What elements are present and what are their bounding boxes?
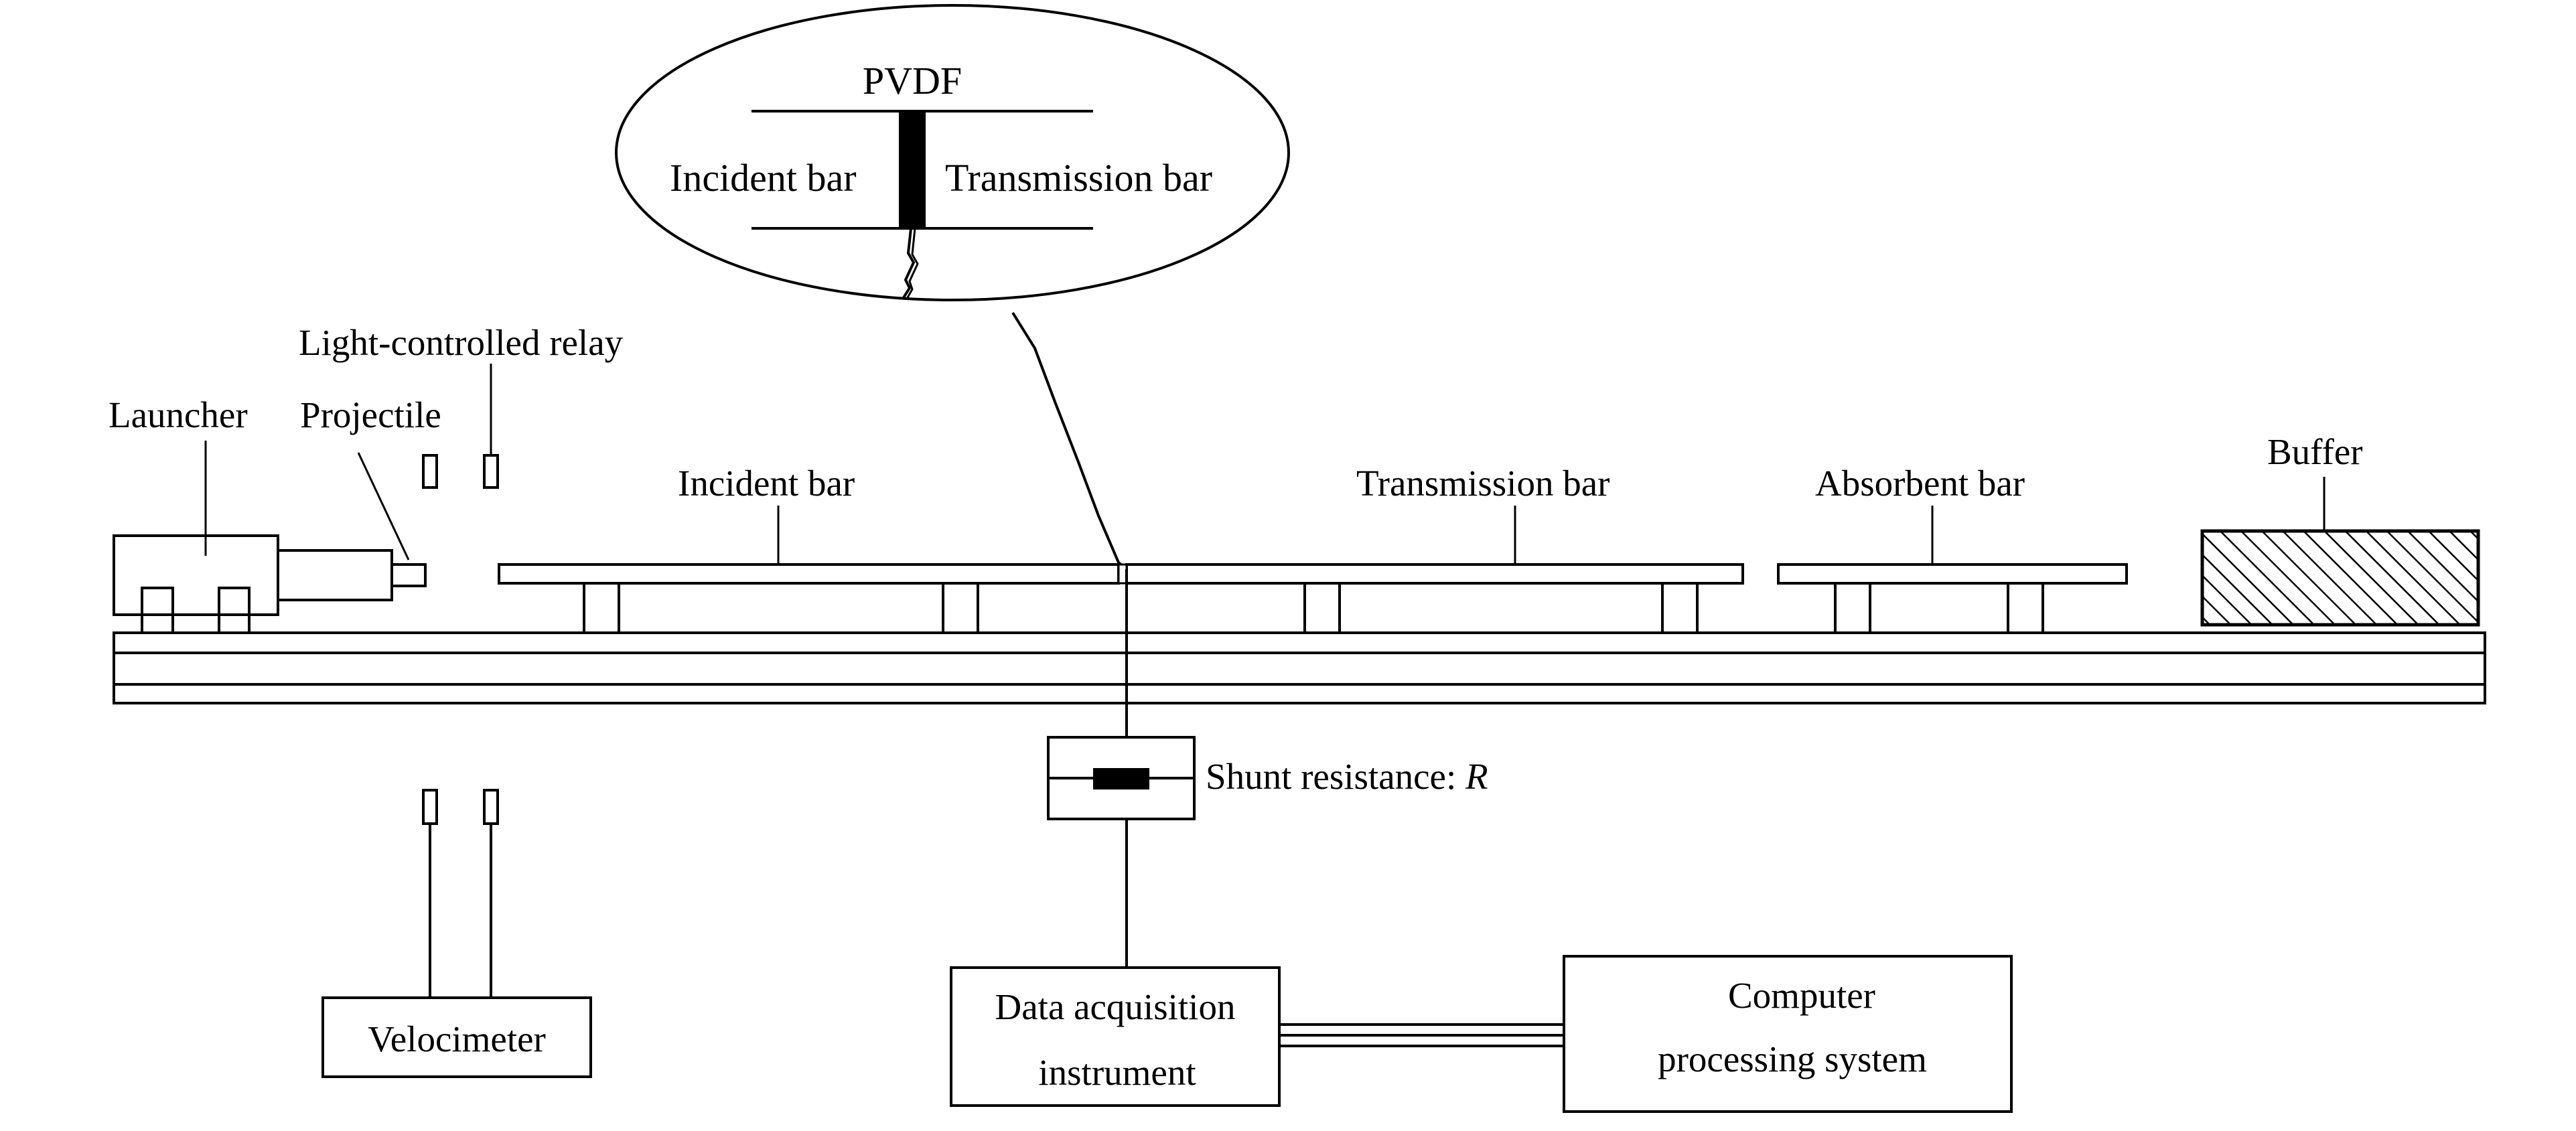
absorbent-bar-label: Absorbent bar [1815, 463, 2025, 504]
absorbent-bar-body [1777, 563, 2128, 585]
transmission-bar-support-1 [1303, 582, 1341, 634]
buffer-label: Buffer [2267, 431, 2363, 472]
shunt-resistance-text: Shunt resistance: [1206, 756, 1465, 797]
daq-computer-cable [1279, 1023, 1564, 1047]
shunt-resistor [1093, 768, 1149, 789]
launcher-barrel [277, 549, 393, 601]
velocimeter-box [321, 996, 592, 1078]
daq-label-line2: instrument [1038, 1052, 1196, 1093]
projectile-pointer [357, 452, 410, 560]
velocimeter-label: Velocimeter [368, 1019, 546, 1059]
launcher-label: Launcher [109, 394, 248, 435]
computer-processing-system: Computer processing system [1563, 955, 2013, 1113]
absorbent-bar-support-2 [2007, 582, 2044, 634]
pvdf-label: PVDF [863, 59, 962, 102]
absorbent-bar-support-1 [1834, 582, 1871, 634]
base-rail [113, 631, 2486, 704]
projectile-label: Projectile [300, 394, 441, 435]
incident-bar: Incident bar [498, 463, 1120, 634]
computer-label-line1: Computer [1728, 975, 1875, 1016]
launcher-foot-right [218, 587, 251, 633]
velocimeter-sensor-right [483, 789, 499, 825]
daq-label-line1: Data acquisition [995, 986, 1236, 1027]
buffer: Buffer [2200, 431, 2480, 627]
inset-connector-wire [1011, 311, 1128, 571]
pvdf-gauge [899, 111, 926, 228]
computer-label-line2: processing system [1658, 1039, 1927, 1079]
rail-outline [113, 631, 2486, 704]
relay-sensor-right [483, 454, 499, 489]
launcher-body [113, 534, 279, 616]
projectile: Projectile [300, 394, 441, 587]
buffer-block [2200, 529, 2480, 627]
velocimeter-sensor-left [422, 789, 438, 825]
pvdf-lead-wires [902, 228, 916, 300]
incident-bar-label: Incident bar [678, 463, 855, 504]
incident-bar-body [498, 563, 1120, 585]
relay-sensor-left [422, 454, 438, 489]
daq-box [950, 966, 1281, 1107]
incident-bar-support-2 [942, 582, 979, 634]
shunt-resistance-symbol: R [1465, 756, 1488, 797]
pvdf-lead-wires-2 [906, 228, 919, 299]
transmission-bar: Transmission bar [1125, 463, 1744, 634]
light-controlled-relay: Light-controlled relay [299, 322, 624, 489]
data-acquisition-instrument: Data acquisition instrument [950, 966, 1281, 1107]
projectile-body [390, 563, 427, 587]
velocimeter: Velocimeter [321, 789, 592, 1078]
inset-transmission-bar-label: Transmission bar [945, 156, 1212, 200]
transmission-bar-label: Transmission bar [1356, 463, 1609, 504]
incident-bar-support-1 [583, 582, 620, 634]
pvdf-inset: PVDF Incident bar Transmission bar [615, 4, 1290, 301]
computer-box [1563, 955, 2013, 1113]
inset-ellipse [615, 4, 1290, 301]
inset-incident-bar-label: Incident bar [670, 156, 857, 200]
light-controlled-relay-label: Light-controlled relay [299, 322, 624, 363]
absorbent-bar: Absorbent bar [1777, 463, 2128, 634]
transmission-bar-body [1125, 563, 1744, 585]
transmission-bar-support-2 [1661, 582, 1699, 634]
shunt-resistance-label: Shunt resistance: R [1206, 756, 1488, 797]
shunt-resistance: Shunt resistance: R [1047, 736, 1488, 820]
launcher-foot-left [141, 587, 174, 633]
